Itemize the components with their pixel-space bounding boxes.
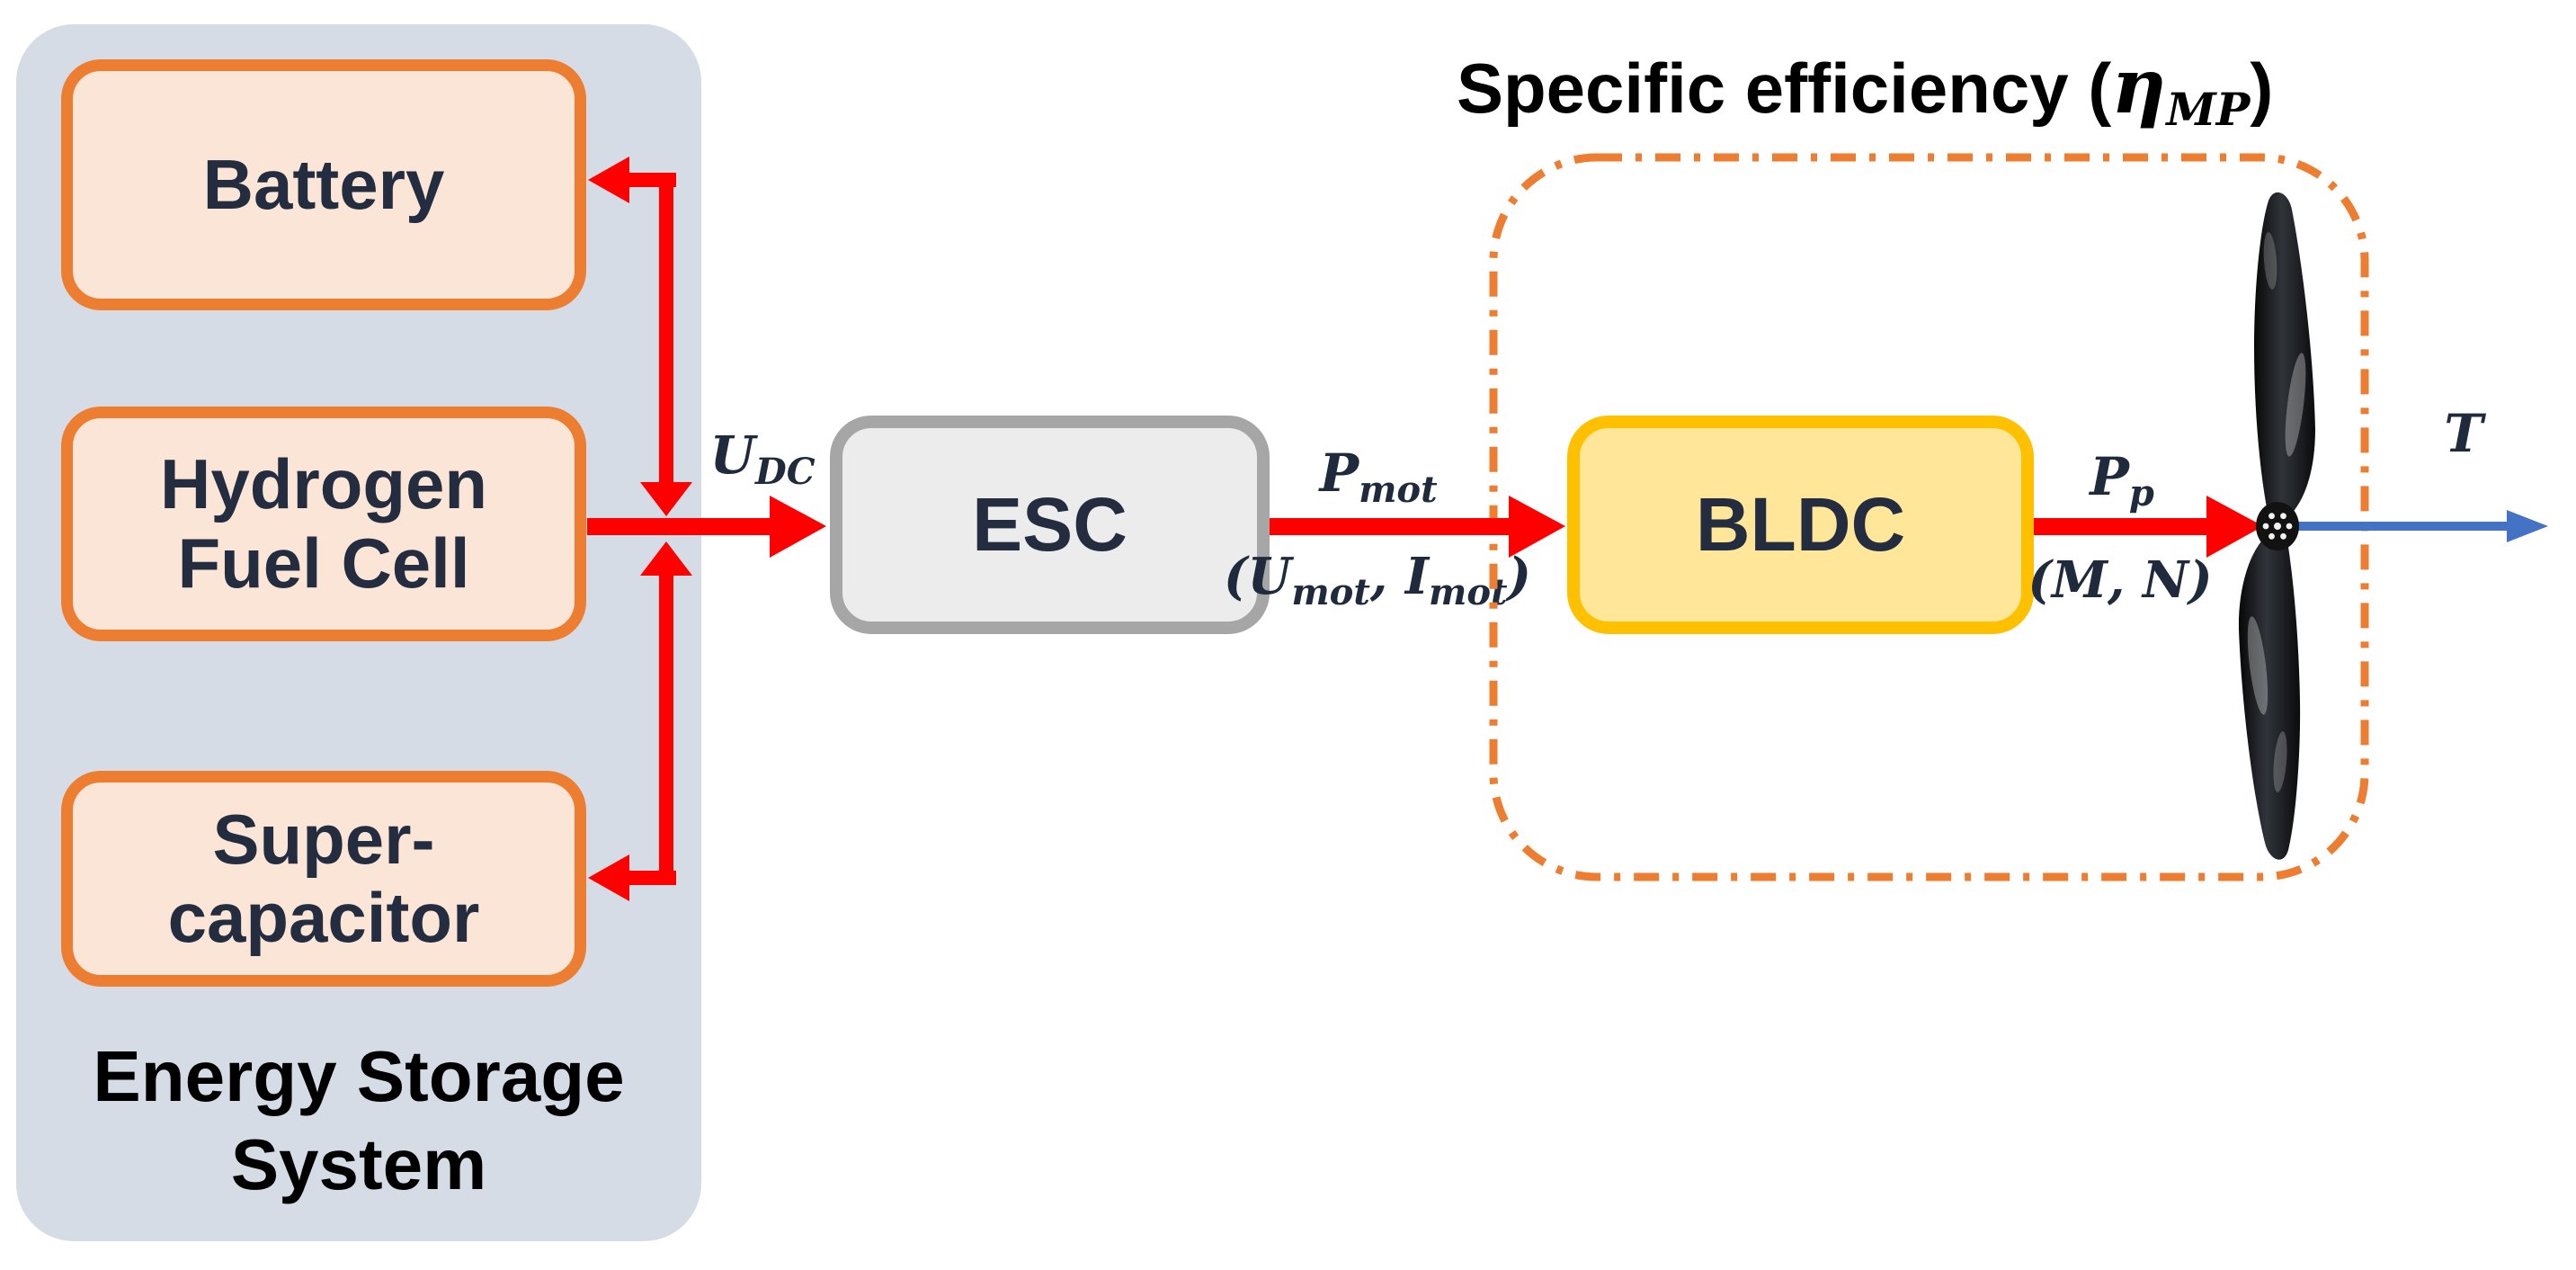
m-n-label: (M, N)	[2028, 550, 2213, 610]
battery-label: Battery	[202, 144, 445, 224]
thrust-arrow	[2286, 510, 2548, 542]
battery-bus-connector	[588, 157, 692, 516]
energy-storage-system-label: Energy Storage System	[93, 1036, 625, 1204]
hydrogen-fuel-cell-box: Hydrogen Fuel Cell	[61, 407, 586, 641]
title-prefix: Specific efficiency (	[1457, 49, 2112, 128]
specific-efficiency-dashed-boundary	[1489, 153, 2369, 881]
eta-symbol: η	[2111, 41, 2167, 130]
p-p-label: Pp	[2090, 446, 2154, 514]
specific-efficiency-title: Specific efficiency (ηMP)	[1457, 41, 2273, 136]
super-capacitor-box: Super-capacitor	[61, 771, 586, 987]
esc-label: ESC	[972, 482, 1128, 567]
bldc-to-propeller-arrow	[2034, 496, 2263, 558]
fuelcell-to-esc-arrow	[587, 496, 826, 558]
title-suffix: )	[2250, 49, 2274, 128]
propeller-icon	[2238, 192, 2315, 860]
esc-to-bldc-arrow	[1270, 496, 1565, 558]
hydrogen-fuel-cell-label: Hydrogen Fuel Cell	[159, 444, 488, 603]
u-dc-label: UDC	[709, 425, 816, 493]
eta-subscript: MP	[2166, 83, 2251, 136]
thrust-label: T	[2444, 403, 2483, 464]
u-mot-i-mot-label: (Umot, Imot)	[1223, 547, 1532, 613]
super-capacitor-label: Super-capacitor	[167, 799, 480, 957]
supercap-bus-connector	[588, 541, 692, 901]
bldc-box: BLDC	[1567, 416, 2034, 634]
esc-box: ESC	[830, 416, 1270, 634]
p-mot-label: Pmot	[1319, 443, 1438, 511]
battery-box: Battery	[61, 59, 586, 310]
bldc-label: BLDC	[1695, 482, 1906, 567]
